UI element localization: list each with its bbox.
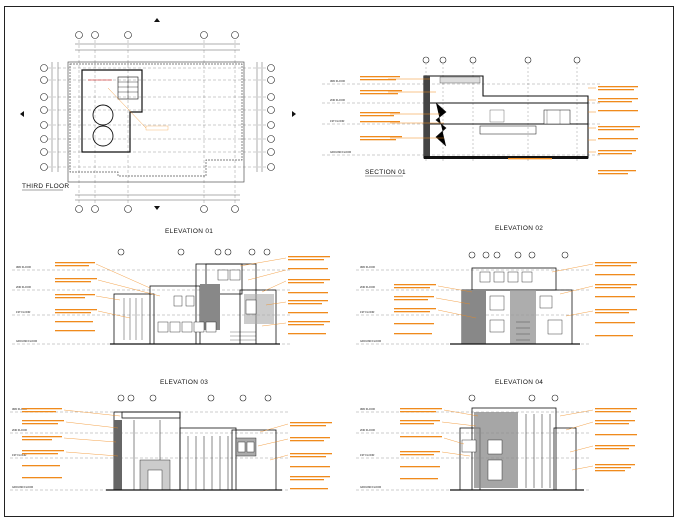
- e3-level-2: 2ND FLOOR: [12, 428, 27, 432]
- e4-level-2: 2ND FLOOR: [360, 428, 375, 432]
- section-level-ground: GROUND FLOOR: [330, 150, 351, 154]
- e3-level-3: 3RD FLOOR: [12, 407, 27, 411]
- section-level-3: 3RD FLOOR: [330, 79, 345, 83]
- elevation-03: ELEVATION 03 3RD FLOOR 2ND FLOOR 1ST FLO…: [10, 379, 332, 491]
- elevation-03-title: ELEVATION 03: [160, 379, 208, 386]
- e1-level-3: 3RD FLOOR: [16, 265, 31, 269]
- e3-level-ground: GROUND FLOOR: [12, 485, 33, 489]
- e3-level-1: 1ST FLOOR: [12, 453, 26, 457]
- third-floor-title: THIRD FLOOR: [22, 183, 69, 190]
- e2-level-ground: GROUND FLOOR: [360, 339, 381, 343]
- e2-level-3: 3RD FLOOR: [360, 265, 375, 269]
- section-level-2: 2ND FLOOR: [330, 98, 345, 102]
- elevation-01: ELEVATION 01 3RD FLOOR 2ND FLOOR 1ST FLO…: [12, 228, 330, 345]
- e4-level-ground: GROUND FLOOR: [360, 485, 381, 489]
- drawing-sheet: [4, 6, 674, 517]
- e4-level-3: 3RD FLOOR: [360, 407, 375, 411]
- e1-level-1: 1ST FLOOR: [16, 310, 30, 314]
- elevation-04: ELEVATION 04 3RD FLOOR 2ND FLOOR 1ST FLO…: [356, 379, 637, 491]
- elevation-02-title: ELEVATION 02: [495, 225, 543, 232]
- e2-level-1: 1ST FLOOR: [360, 310, 374, 314]
- elevation-01-title: ELEVATION 01: [165, 228, 213, 235]
- third-floor-plan: THIRD FLOOR: [20, 18, 296, 213]
- e2-level-2: 2ND FLOOR: [360, 285, 375, 289]
- section-level-1: 1ST FLOOR: [330, 119, 344, 123]
- section-01-title: SECTION 01: [365, 169, 406, 176]
- e1-level-2: 2ND FLOOR: [16, 285, 31, 289]
- e4-level-1: 1ST FLOOR: [360, 453, 374, 457]
- elevation-04-title: ELEVATION 04: [495, 379, 543, 386]
- elevation-02: ELEVATION 02 3RD FLOOR 2ND FLOOR 1ST FLO…: [356, 225, 637, 345]
- section-01: 3RD FLOOR 2ND FLOOR 1ST FLOOR GROUND FLO…: [322, 56, 640, 177]
- e1-level-ground: GROUND FLOOR: [16, 339, 37, 343]
